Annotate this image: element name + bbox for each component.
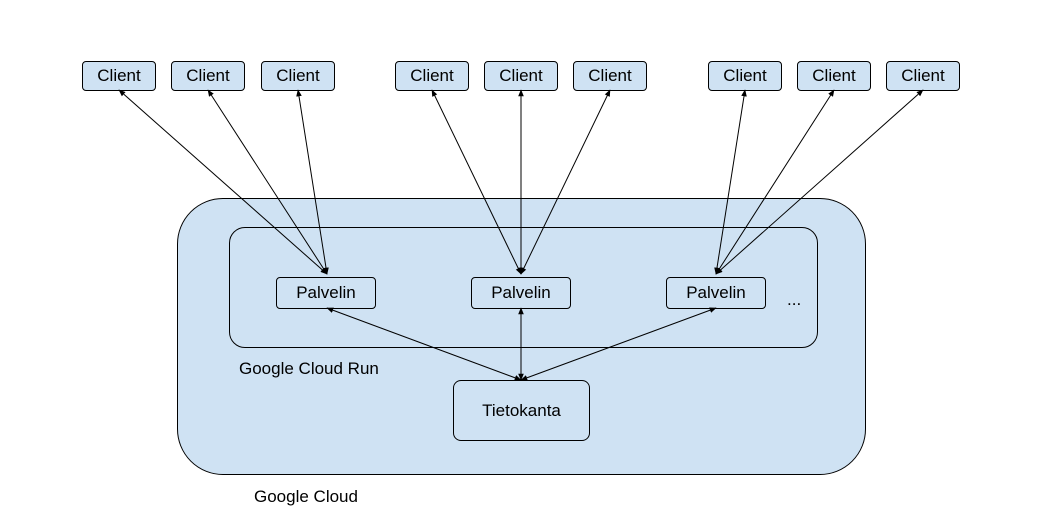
server-database-link (520, 307, 717, 381)
database-node: Tietokanta (453, 380, 590, 441)
client-server-link (714, 89, 747, 275)
client-server-link (715, 89, 924, 275)
client-node: Client (708, 61, 782, 91)
client-node: Client (797, 61, 871, 91)
client-server-link (118, 89, 328, 275)
client-server-link (520, 89, 611, 275)
server-node: Palvelin (276, 277, 376, 309)
client-node: Client (171, 61, 245, 91)
more-servers-ellipsis: ... (787, 290, 802, 309)
client-server-link (207, 89, 328, 275)
client-node: Client (573, 61, 647, 91)
server-node: Palvelin (666, 277, 766, 309)
client-node: Client (886, 61, 960, 91)
client-server-link (431, 89, 522, 275)
server-database-link (326, 307, 522, 381)
client-server-link (296, 89, 329, 275)
google-cloud-label: Google Cloud (254, 487, 358, 506)
client-server-link (715, 89, 835, 275)
